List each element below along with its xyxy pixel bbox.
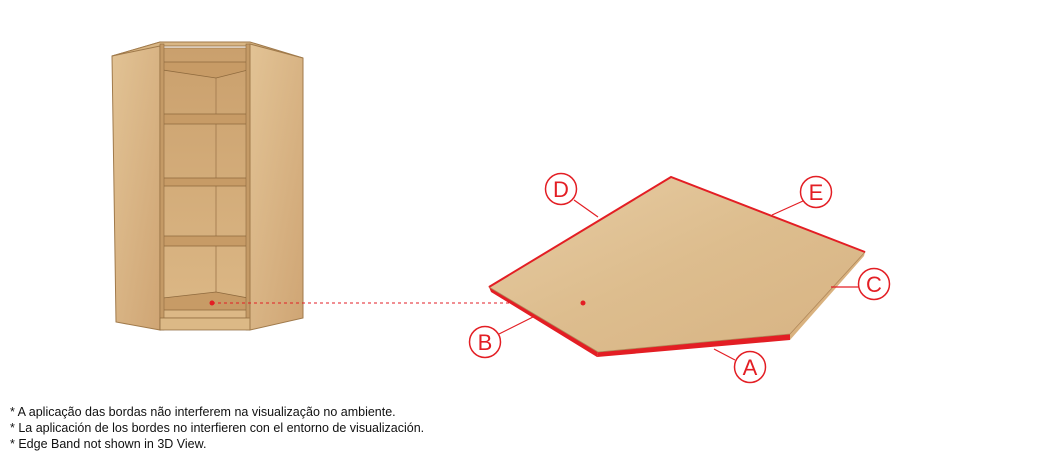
note-portuguese: * A aplicação das bordas não interferem … [10,405,396,419]
label-b-circle [468,325,502,359]
note-spanish: * La aplicación de los bordes no interfi… [10,421,425,435]
note-english: * Edge Band not shown in 3D View. [10,437,207,451]
footnotes: * A aplicação das bordas não interferem … [10,404,424,452]
label-b: B [478,330,493,355]
label-c-circle [857,267,891,301]
shelf-board [488,175,866,357]
label-a: A [743,355,758,380]
board-edge-band [489,287,598,357]
label-c: C [866,272,882,297]
cabinet-left-side [111,41,161,331]
board-edges-highlight [488,175,866,288]
label-e-circle [799,175,833,209]
edge-labels [468,172,891,384]
cabinet-right-door [249,43,304,331]
label-d-circle [544,172,578,206]
label-a-circle [733,350,767,384]
board-reference-point [580,300,586,306]
cabinet-plinth [159,317,251,331]
label-e: E [809,180,824,205]
label-d: D [553,177,569,202]
corner-cabinet [111,41,304,331]
